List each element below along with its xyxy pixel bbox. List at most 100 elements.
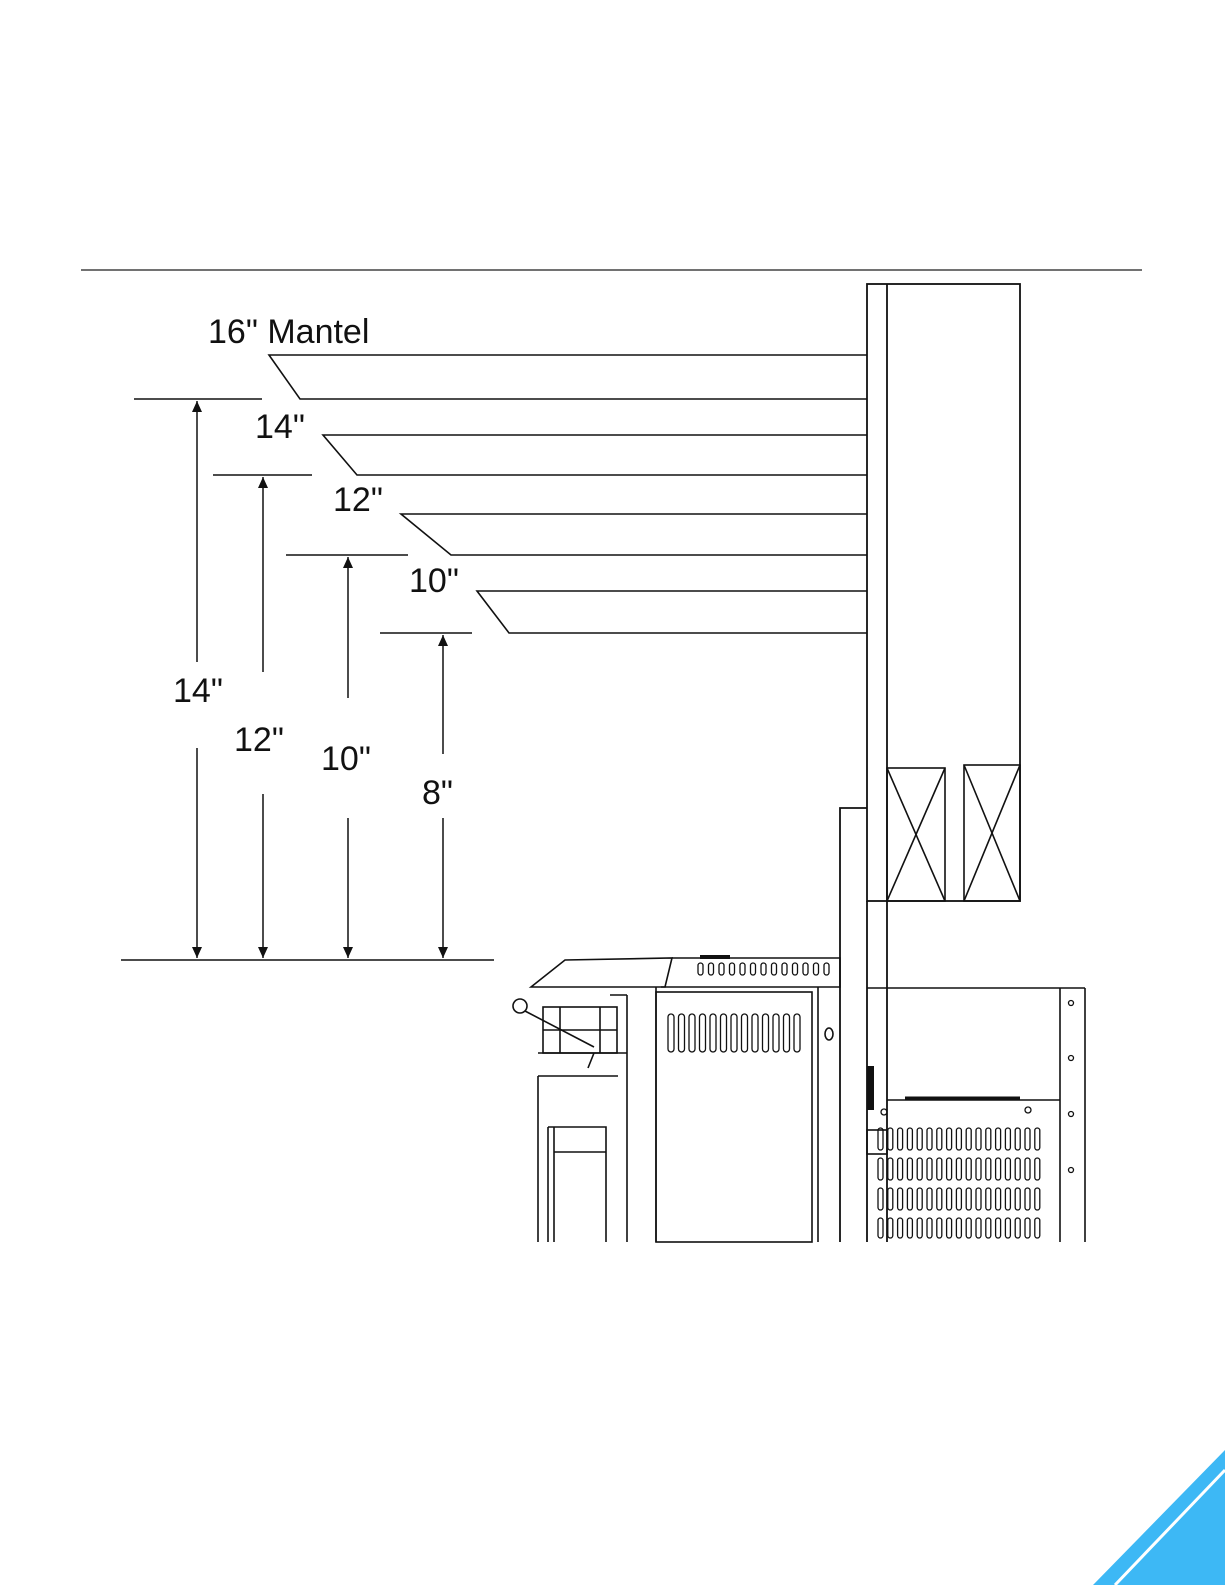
rivet — [1069, 1056, 1074, 1061]
vent-slot — [986, 1158, 991, 1180]
vent-slot — [752, 1014, 758, 1052]
mantel-label-14: 14" — [255, 408, 305, 446]
vent-slot — [947, 1158, 952, 1180]
vent-slot — [898, 1188, 903, 1210]
mantel-14 — [323, 435, 867, 475]
vent-slot — [814, 963, 819, 975]
vent-slot — [784, 1014, 790, 1052]
vent-slot — [956, 1128, 961, 1150]
vent-slot — [1035, 1188, 1040, 1210]
vent-slot — [731, 1014, 737, 1052]
vent-slot — [927, 1218, 932, 1238]
vent-slot — [742, 1014, 748, 1052]
vent-slot — [878, 1128, 883, 1150]
vent-slot — [956, 1158, 961, 1180]
vent-slot — [1025, 1188, 1030, 1210]
dimension-lines — [197, 401, 443, 958]
vent-slot — [782, 963, 787, 975]
vent-slot — [907, 1218, 912, 1238]
vent-slot — [700, 1014, 706, 1052]
vent-slot — [888, 1128, 893, 1150]
vent-slot — [1005, 1128, 1010, 1150]
vent-slot — [966, 1218, 971, 1238]
clearance-label-10: 10" — [321, 740, 371, 778]
vent-slot — [1015, 1218, 1020, 1238]
mantel-label-10: 10" — [409, 562, 459, 600]
vent-slot — [996, 1188, 1001, 1210]
vent-slot — [917, 1158, 922, 1180]
vent-slot — [689, 1014, 695, 1052]
vent-slot — [976, 1188, 981, 1210]
vent-slot — [937, 1218, 942, 1238]
vent-slot — [976, 1218, 981, 1238]
vent-slot — [773, 1014, 779, 1052]
mantel-label-16: 16" Mantel — [208, 313, 369, 351]
vent-slot — [907, 1188, 912, 1210]
mantel-12 — [401, 514, 867, 555]
vent-slot — [1005, 1188, 1010, 1210]
vent-slot — [668, 1014, 674, 1052]
vent-slot — [1005, 1158, 1010, 1180]
vent-slot — [1025, 1218, 1030, 1238]
vent-slot — [1025, 1128, 1030, 1150]
fireplace-unit — [531, 955, 1085, 1242]
vent-slot — [1035, 1218, 1040, 1238]
vent-slot — [761, 963, 766, 975]
vent-slot — [751, 963, 756, 975]
vent-slot — [740, 963, 745, 975]
vent-slot — [709, 963, 714, 975]
vent-slot — [878, 1218, 883, 1238]
vent-slot — [1005, 1218, 1010, 1238]
vent-slot — [937, 1188, 942, 1210]
mantel-label-12: 12" — [333, 481, 383, 519]
vent-slot — [947, 1128, 952, 1150]
page-corner-accent — [1093, 1450, 1225, 1585]
clearance-label-14: 14" — [173, 672, 223, 710]
clearance-label-8: 8" — [422, 774, 453, 812]
vent-slot — [937, 1128, 942, 1150]
vent-slot — [986, 1188, 991, 1210]
vent-slot — [793, 963, 798, 975]
rivet — [1069, 1168, 1074, 1173]
vent-slot — [898, 1128, 903, 1150]
vent-slot — [888, 1158, 893, 1180]
vent-slot — [698, 963, 703, 975]
vent-slot — [730, 963, 735, 975]
vent-slot — [996, 1158, 1001, 1180]
vent-slot — [996, 1128, 1001, 1150]
vent-slot — [976, 1128, 981, 1150]
vent-slot — [803, 963, 808, 975]
vent-slot — [976, 1158, 981, 1180]
vent-slot — [986, 1218, 991, 1238]
vent-slot — [917, 1128, 922, 1150]
vent-slot — [996, 1218, 1001, 1238]
vent-slot — [721, 1014, 727, 1052]
vent-slot — [1035, 1128, 1040, 1150]
mantel-16 — [269, 355, 867, 399]
vent-slot — [907, 1128, 912, 1150]
vent-slot — [966, 1158, 971, 1180]
vent-slot — [947, 1188, 952, 1210]
vent-slot — [772, 963, 777, 975]
door-handle — [513, 995, 627, 1068]
vent-slot — [1015, 1128, 1020, 1150]
vent-slot — [947, 1218, 952, 1238]
vent-slot — [927, 1158, 932, 1180]
vent-slot — [878, 1188, 883, 1210]
vent-slot — [878, 1158, 883, 1180]
vent-slot — [956, 1188, 961, 1210]
vent-slot — [794, 1014, 800, 1052]
rivets — [881, 1001, 1074, 1173]
vent-slot — [898, 1218, 903, 1238]
vent-slot — [888, 1188, 893, 1210]
vent-slot — [1015, 1158, 1020, 1180]
vent-slot — [1015, 1188, 1020, 1210]
vent-slot — [710, 1014, 716, 1052]
rivet — [1025, 1107, 1031, 1113]
rivet — [1069, 1001, 1074, 1006]
vent-slot — [927, 1188, 932, 1210]
vent-slot — [1035, 1158, 1040, 1180]
vent-slot — [956, 1218, 961, 1238]
